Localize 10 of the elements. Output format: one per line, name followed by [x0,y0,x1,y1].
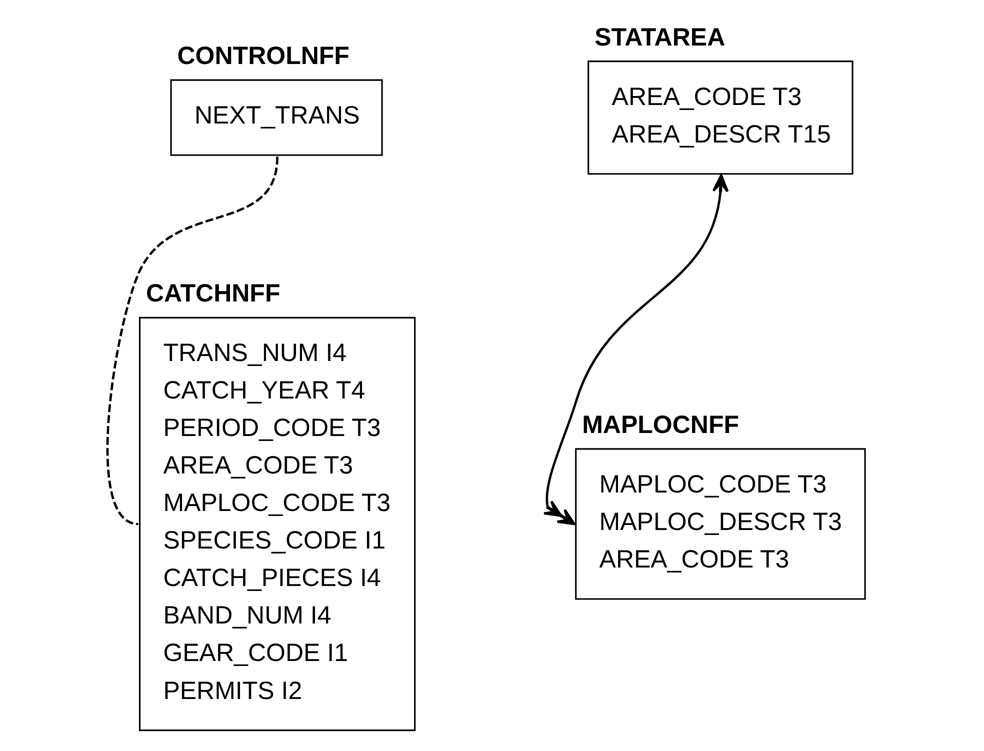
node-label: CATCHNFF [146,280,280,308]
node-label: STATAREA [594,23,726,52]
connector [106,156,278,526]
node-box: AREA_CODE T3 AREA_DESCR T15 [588,60,854,175]
node-label: MAPLOCNFF [582,411,740,440]
node-box: MAPLOC_CODE T3 MAPLOC_DESCR T3 AREA_CODE T3 [575,448,866,600]
node-box: NEXT_TRANS [170,79,383,156]
node-label: CONTROLNFF [177,42,350,70]
arrow [542,174,729,526]
node-box: TRANS_NUM I4 CATCH_YEAR T4 PERIOD_CODE T3 AREA_CODE T3 MAPLOC_CODE T3 SPECIES_CODE I1 CATCH_PIECES I4 BAND_NUM I4 GEAR_CODE I1 PERMITS I2 [138,316,416,732]
